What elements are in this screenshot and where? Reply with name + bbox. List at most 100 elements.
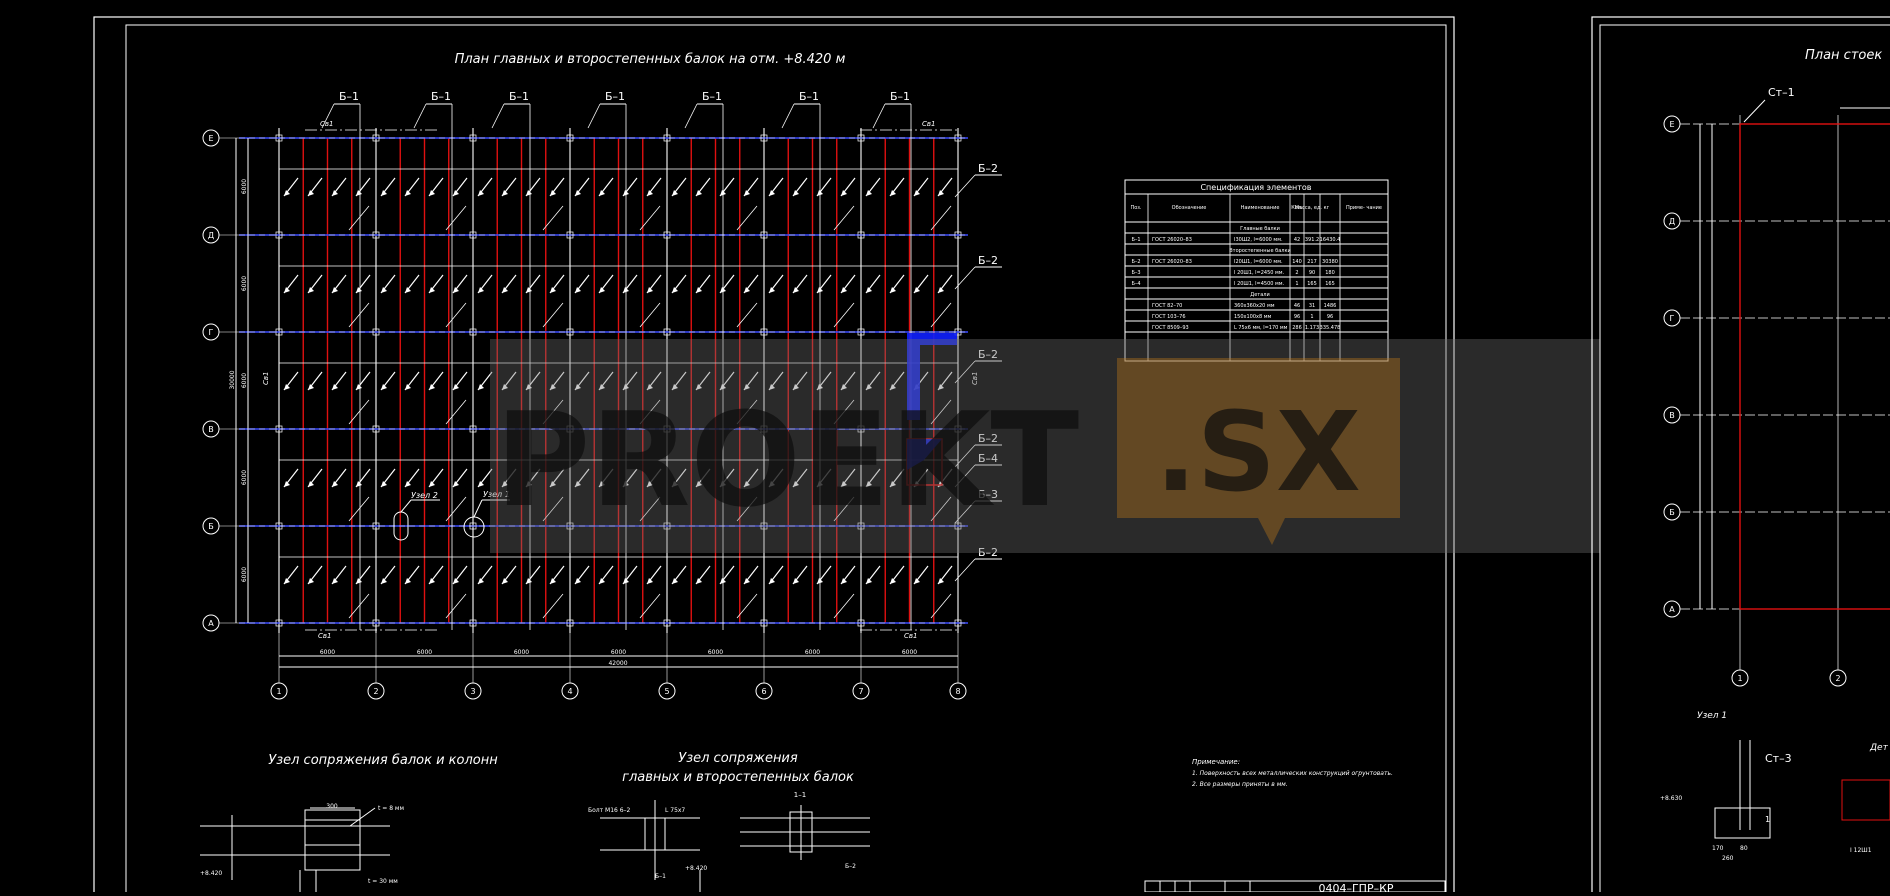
main-beam-leader — [872, 103, 886, 129]
spec-cell: Б–2 — [1131, 259, 1140, 265]
column-node — [663, 231, 671, 239]
beam-arrow-head — [696, 481, 702, 487]
beam-arrow-head — [526, 384, 532, 390]
detail-beam-column-drawing: 300 t = 8 мм t = 30 мм +8.420 — [200, 803, 404, 892]
leader-line — [445, 399, 467, 425]
spec-header: Наименование — [1241, 205, 1280, 211]
spec-cell: I20Ш1, l=6000 мм. — [1234, 259, 1283, 265]
beam-arrow-head — [866, 190, 872, 196]
main-beam-label: Б–1 — [431, 90, 451, 103]
beam-arrow-head — [356, 287, 362, 293]
column-node — [566, 328, 574, 336]
dim-text-bay: 6000 — [611, 649, 626, 656]
notes-title: Примечание: — [1192, 758, 1240, 766]
beam-arrow-head — [890, 384, 896, 390]
beam-arrow-head — [453, 578, 459, 584]
tie-label: Св1 — [320, 120, 333, 128]
axis-letter: Д — [208, 231, 214, 240]
beam-arrow-head — [866, 481, 872, 487]
tie-label: Св1 — [318, 632, 331, 640]
dim-text-height: 30000 — [229, 370, 236, 389]
beam-arrow-head — [914, 287, 920, 293]
beam-arrow-head — [308, 384, 314, 390]
spec-cell: 360х360х20 мм — [1234, 303, 1275, 309]
spec-cell: Б–1 — [1131, 237, 1140, 243]
beam-arrow-head — [405, 190, 411, 196]
dim-text-span: 6000 — [241, 373, 248, 388]
beam-arrow-head — [841, 190, 847, 196]
column-node — [954, 328, 962, 336]
beam-arrow-head — [599, 287, 605, 293]
beam-arrow-head — [284, 481, 290, 487]
leader-line — [833, 399, 855, 425]
beam-arrow-head — [575, 481, 581, 487]
detail-elev: +8.420 — [200, 870, 222, 877]
right-dim-80: 80 — [1740, 845, 1748, 852]
leader-line — [833, 302, 855, 328]
beam-arrow-head — [769, 190, 775, 196]
column-node — [372, 425, 380, 433]
main-beam-label: Б–1 — [890, 90, 910, 103]
leader-line — [542, 205, 564, 231]
beam-arrow-head — [526, 287, 532, 293]
detail-beams-drawing: Болт М16 6–2 L 75х7 +8.420 Б–1 1–1 Б–2 — [588, 791, 870, 892]
right-axis-letter: Д — [1669, 217, 1675, 226]
stamp-code: 0404–ГПР–КР — [1318, 882, 1393, 892]
column-node — [663, 425, 671, 433]
secondary-beam-label: Б–2 — [978, 546, 998, 559]
beam-arrow-head — [599, 190, 605, 196]
leader-line — [833, 593, 855, 619]
note-2: 2. Все размеры приняты в мм. — [1192, 781, 1288, 788]
right-tag-1: 1 — [1765, 815, 1770, 824]
node-1-marker[interactable]: Узел 1 — [463, 490, 510, 538]
beam-arrow-head — [550, 578, 556, 584]
selection-highlight[interactable] — [906, 333, 957, 486]
spec-cell: 1.173 — [1305, 325, 1319, 331]
right-axis-letter: А — [1669, 605, 1675, 614]
leader-line — [445, 302, 467, 328]
beam-arrow-head — [381, 481, 387, 487]
axis-number: 1 — [276, 687, 281, 696]
leader-line — [833, 496, 855, 522]
plan-title: План главных и второстепенных балок на о… — [455, 52, 846, 67]
beam-arrow-head — [453, 481, 459, 487]
detail-section: 1–1 — [794, 791, 806, 799]
secondary-beam-leader — [954, 464, 976, 488]
spec-header: Кол. — [1291, 205, 1303, 211]
column-node — [760, 328, 768, 336]
detail-t8: t = 8 мм — [378, 805, 404, 812]
leader-line — [930, 593, 952, 619]
beam-arrow-head — [575, 287, 581, 293]
spec-cell: 217 — [1307, 259, 1317, 265]
leader-line — [348, 593, 370, 619]
beam-arrow-head — [744, 578, 750, 584]
main-beam-label: Б–1 — [702, 90, 722, 103]
beam-arrow-head — [356, 481, 362, 487]
detail-t30: t = 30 мм — [368, 878, 398, 885]
spec-header: Приме- чание — [1346, 205, 1382, 211]
beam-arrow-head — [696, 578, 702, 584]
secondary-beam-label: Б–3 — [978, 488, 998, 501]
leader-line — [348, 496, 370, 522]
detail-elev-2: +8.420 — [685, 865, 707, 872]
spec-cell: L 75х6 мм, l=170 мм — [1234, 325, 1288, 331]
secondary-beam-leader — [954, 558, 976, 582]
column-node — [857, 522, 865, 530]
beam-arrow-head — [672, 578, 678, 584]
column-node — [663, 522, 671, 530]
beam-arrow-head — [429, 578, 435, 584]
dim-text-bay: 6000 — [320, 649, 335, 656]
beam-arrow-head — [890, 190, 896, 196]
dim-text-span: 6000 — [241, 276, 248, 291]
axis-letter: Б — [208, 522, 214, 531]
beam-arrow-head — [502, 384, 508, 390]
beam-arrow-head — [453, 190, 459, 196]
beam-arrow-head — [478, 287, 484, 293]
node-2-marker[interactable]: Узел 2 — [393, 491, 440, 541]
main-beam-leader — [321, 103, 335, 129]
axis-number: 4 — [567, 687, 572, 696]
dim-text-span: 6000 — [241, 470, 248, 485]
beam-arrow-head — [647, 190, 653, 196]
secondary-beam-label: Б–2 — [978, 432, 998, 445]
